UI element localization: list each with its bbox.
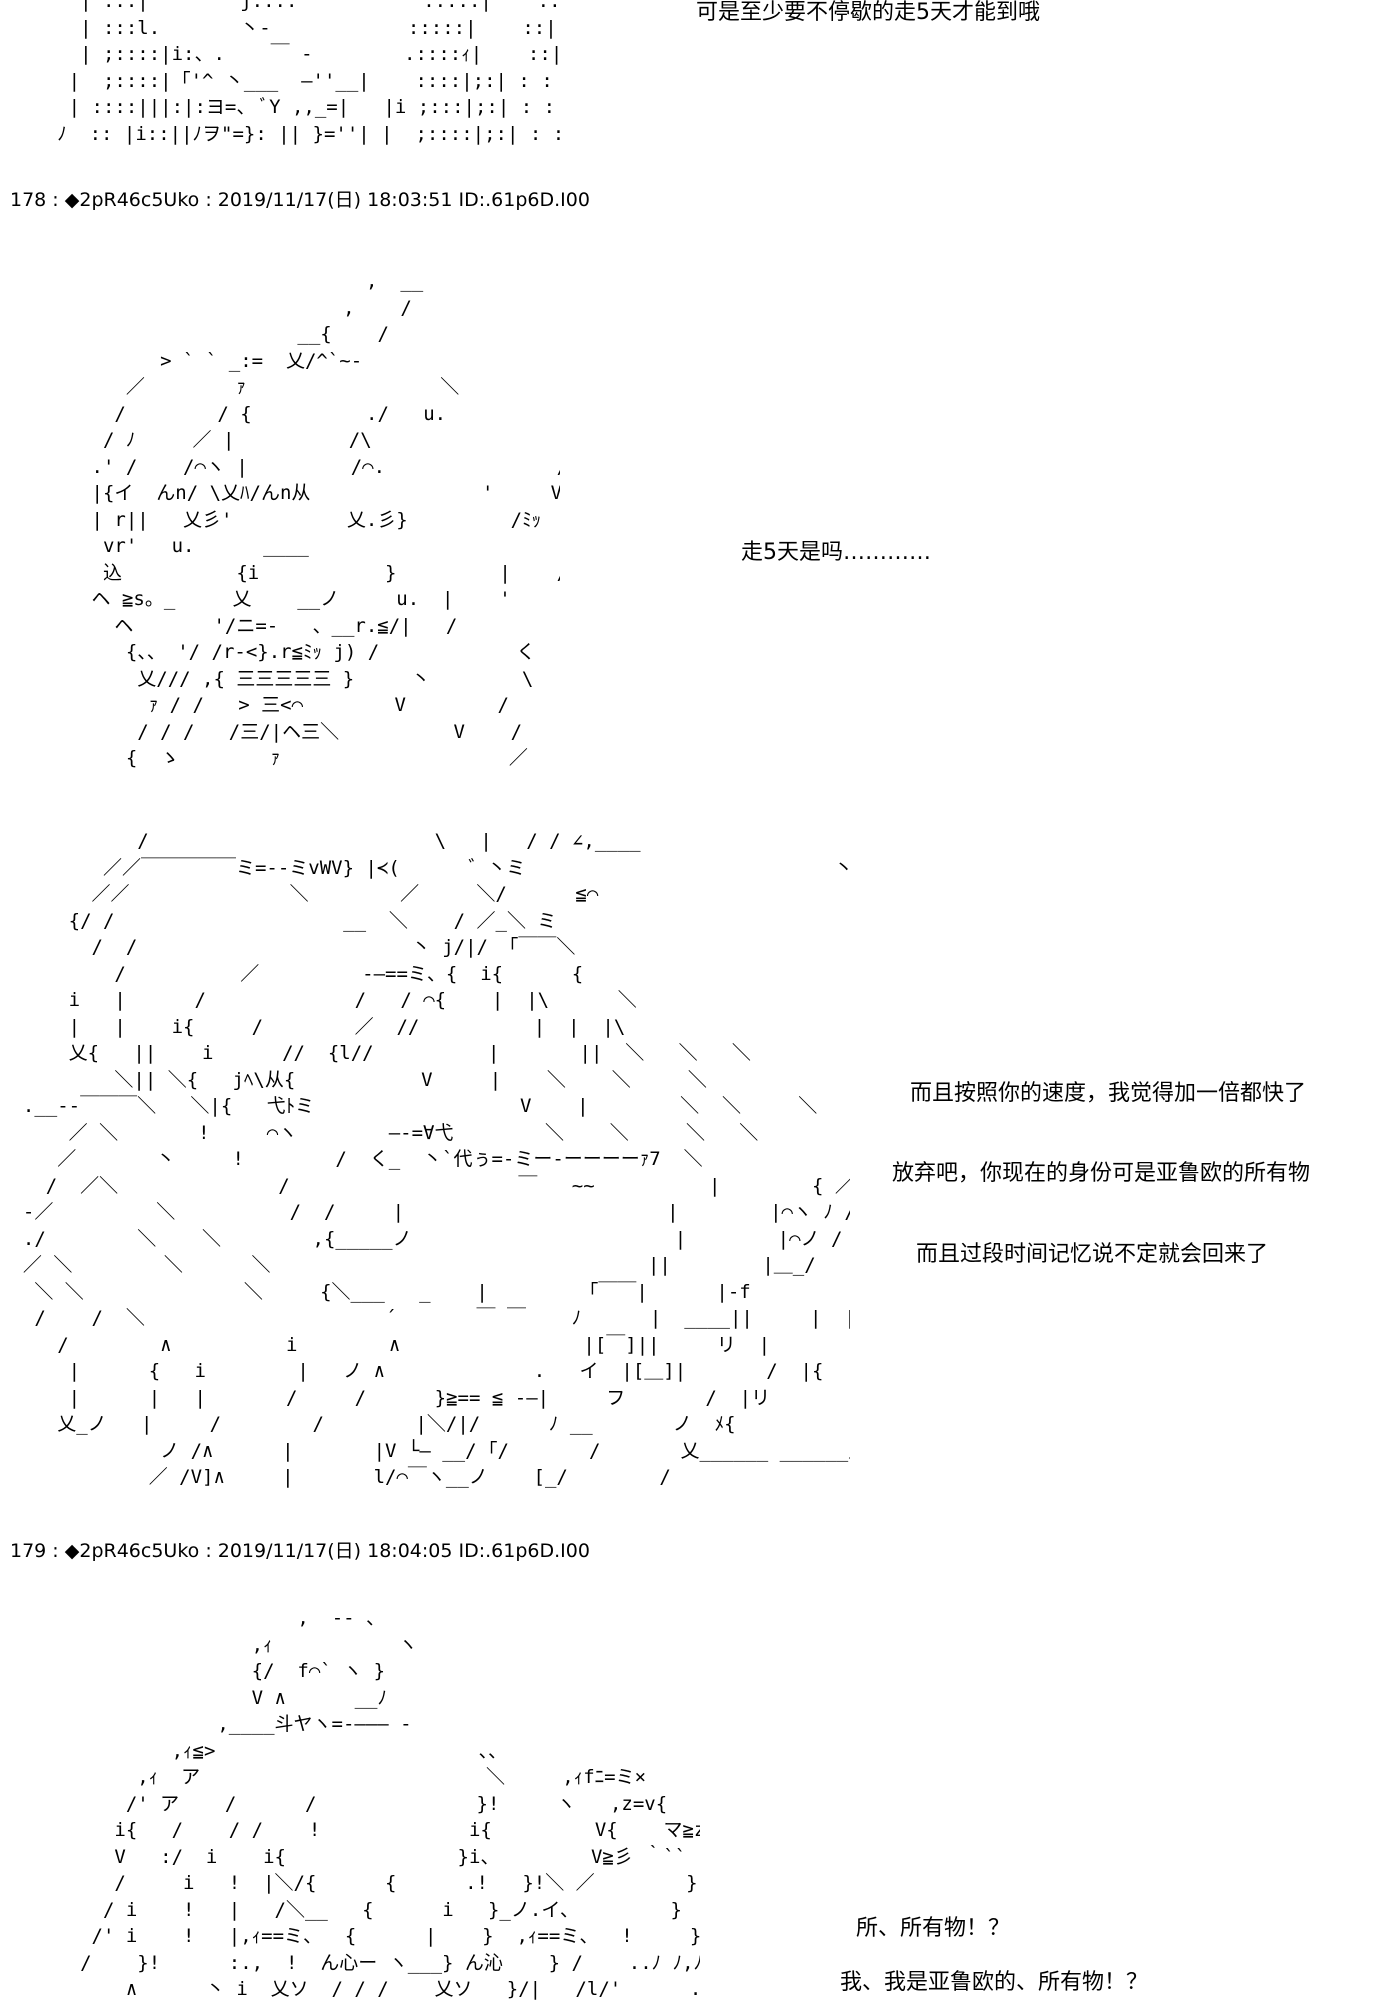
ascii-art-big: / \ | / / ∠,____ \ ／／￣￣￣￣￣ミ=--ミvWV} |≺( … — [22, 830, 850, 1488]
dialogue-line-top: 可是至少要不停歇的走5天才能到哦 — [696, 0, 1040, 25]
dialogue-line-giveup: 放弃吧，你现在的身份可是亚鲁欧的所有物 — [892, 1161, 1311, 1186]
dialogue-line-memory: 而且过段时间记忆说不定就会回来了 — [916, 1242, 1269, 1267]
dialogue-line-speed: 而且按照你的速度，我觉得加一倍都快了 — [910, 1081, 1307, 1106]
post-header-179: 179 : ◆2pR46c5Uko : 2019/11/17(日) 18:04:… — [10, 1540, 590, 1562]
post-header-178: 178 : ◆2pR46c5Uko : 2019/11/17(日) 18:03:… — [10, 189, 590, 211]
ascii-art-girl: , __ , / __{ / > ` ` _:= 乂/^`~- ／ ｧ ＼ / … — [91, 270, 561, 769]
dialogue-line-property-me: 我、我是亚鲁欧的、所有物！？ — [840, 1970, 1149, 1995]
ascii-art-bottom: , -- 、 ,ｨ ヽ {/ f⌒` ヽ } V ∧ __ﾉ ,____斗ヤヽ=… — [80, 1607, 700, 2000]
ascii-art-top: | :::| j:::: :::::| ::|_ﾉ : | | :::l. 丶-… — [57, 0, 560, 145]
dialogue-line-walk: 走5天是吗………… — [741, 540, 931, 565]
dialogue-line-property-question: 所、所有物！？ — [856, 1916, 1011, 1941]
